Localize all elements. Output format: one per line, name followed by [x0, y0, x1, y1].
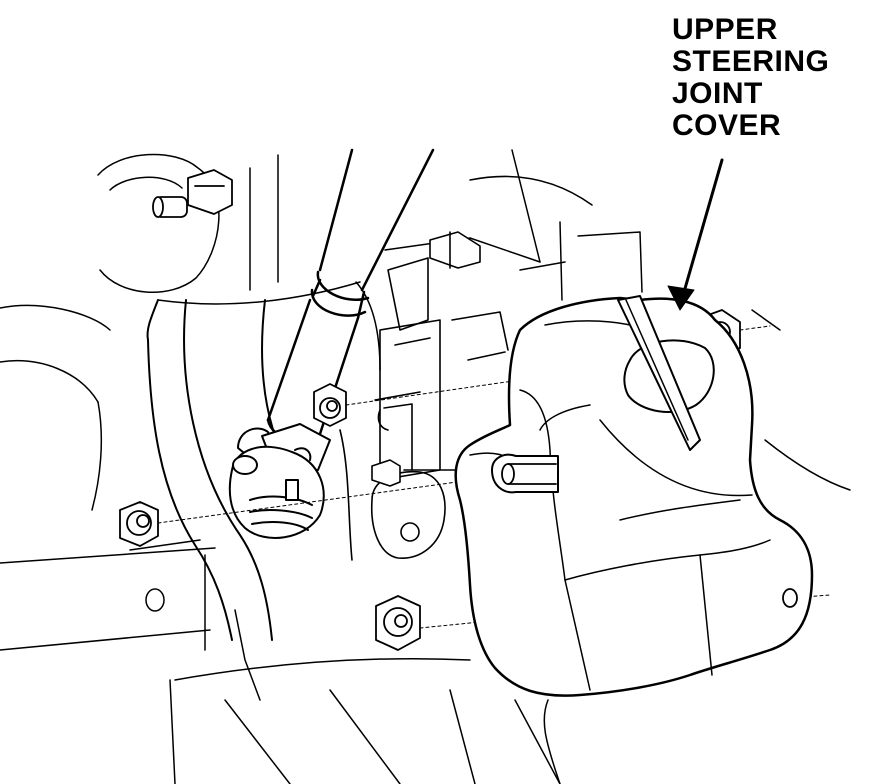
universal-joint: [228, 423, 331, 539]
callout-line-2: STEERING: [672, 45, 830, 78]
upper-steering-joint-cover: [454, 295, 814, 697]
bolt-center: [313, 383, 347, 427]
callout-label: UPPER STEERING JOINT COVER: [672, 14, 829, 142]
crossmember-rail: [146, 299, 291, 641]
steering-shaft: [266, 148, 435, 445]
callout-line-3: JOINT: [672, 77, 763, 110]
bolt-lower: [375, 595, 421, 651]
callout-line-4: COVER: [672, 109, 782, 142]
right-body-edge: [751, 309, 851, 491]
callout-leader-arrow: [667, 158, 724, 311]
body-structure: [0, 149, 643, 784]
center-bracket: [339, 231, 509, 561]
bolt-left: [119, 501, 159, 547]
small-circle-hole: [145, 588, 165, 612]
upper-left-stud: [152, 169, 233, 218]
callout-line-1: UPPER: [672, 13, 778, 46]
